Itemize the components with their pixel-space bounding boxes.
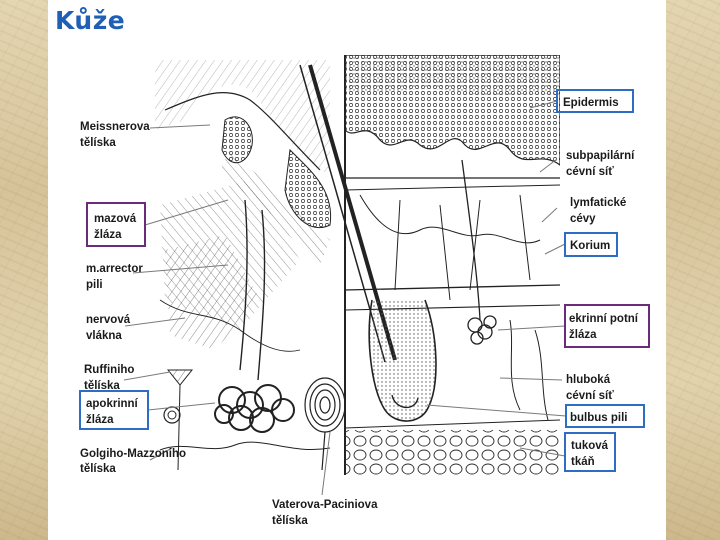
label-vater-1: Vaterova-Paciniova <box>272 499 378 511</box>
label-tukova-2: tkáň <box>571 456 595 468</box>
label-vater-2: tělíska <box>272 515 308 527</box>
label-nervova-1: nervová <box>86 314 131 326</box>
label-apokrinni-1: apokrinní <box>86 398 139 410</box>
label-korium: Korium <box>570 240 610 252</box>
left-decorative-band <box>0 0 48 540</box>
diagram-labels: Meissnerova tělíska mazová žláza m.arrec… <box>80 97 639 527</box>
label-epidermis: Epidermis <box>563 97 619 109</box>
label-apokrinni-2: žláza <box>86 414 114 426</box>
label-arrector-1: m.arrector <box>86 263 143 275</box>
label-meissner-2: tělíska <box>80 137 116 149</box>
label-ruffini-1: Ruffiniho <box>84 364 134 376</box>
slide-title: Kůže <box>55 6 126 35</box>
label-lymf-1: lymfatické <box>570 197 626 209</box>
label-subpap-2: cévní síť <box>566 166 614 178</box>
label-lymf-2: cévy <box>570 213 596 225</box>
right-decorative-band <box>666 0 720 540</box>
label-mazova-2: žláza <box>94 229 122 241</box>
label-tukova-1: tuková <box>571 440 609 452</box>
label-golgi-1: Golgiho-Mazzoniho <box>80 448 186 460</box>
label-ekrinni-1: ekrinní potní <box>569 313 639 325</box>
illustration-left-panel <box>155 60 346 471</box>
label-ruffini-2: tělíska <box>84 380 120 392</box>
leader-lines <box>123 100 567 496</box>
label-nervova-2: vlákna <box>86 330 122 342</box>
label-golgi-2: tělíska <box>80 463 116 475</box>
label-hluboka-1: hluboká <box>566 374 611 386</box>
label-bulbus: bulbus pili <box>570 412 628 424</box>
label-boxes <box>79 89 650 472</box>
label-subpap-1: subpapilární <box>566 150 635 162</box>
label-ekrinni-2: žláza <box>569 329 597 341</box>
label-mazova-1: mazová <box>94 213 137 225</box>
skin-illustration <box>155 55 560 475</box>
illustration-right-panel <box>299 55 560 475</box>
label-meissner-1: Meissnerova <box>80 121 150 133</box>
label-arrector-2: pili <box>86 279 103 291</box>
label-hluboka-2: cévní síť <box>566 390 614 402</box>
